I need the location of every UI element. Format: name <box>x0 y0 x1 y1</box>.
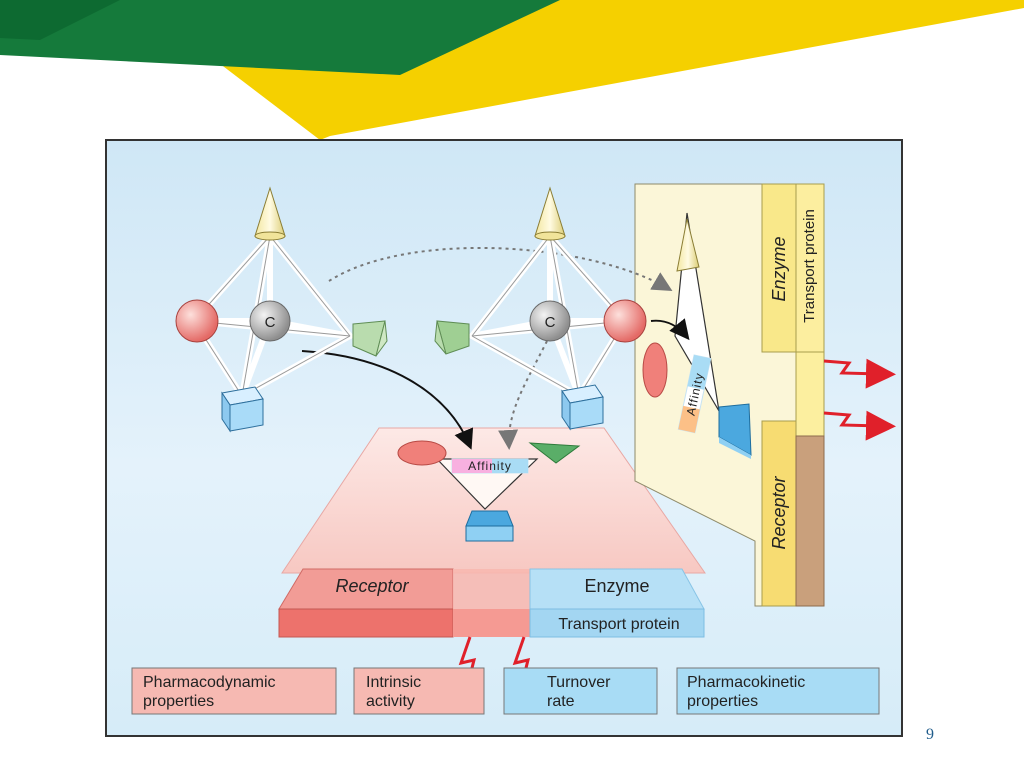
floor-affinity-label: Affinity <box>468 459 512 473</box>
svg-text:properties: properties <box>687 693 758 710</box>
molecule-left-carbon <box>249 300 291 342</box>
molecule-left-cube <box>221 386 264 433</box>
black-arrow-right-to-wall <box>650 318 690 341</box>
svg-text:rate: rate <box>547 693 575 710</box>
box-pharmacokinetic: Pharmacokinetic properties <box>676 667 880 715</box>
molecule-left-carbon-label: C <box>265 314 276 331</box>
svg-text:Pharmacokinetic: Pharmacokinetic <box>687 674 805 691</box>
wall-cone-site <box>676 218 700 272</box>
floor-sphere-site <box>397 440 447 466</box>
floor-cube-pocket <box>465 510 514 527</box>
floor-enzyme-label: Enzyme <box>584 576 649 596</box>
wall-transport-label: Transport protein <box>801 209 818 323</box>
wall-arrow-upper <box>823 358 896 389</box>
floor-receptor-label: Receptor <box>335 576 409 596</box>
box-intrinsic-activity: Intrinsic activity <box>353 667 485 715</box>
banner-green-band <box>0 0 560 75</box>
box-turnover-rate: Turnover rate <box>503 667 658 715</box>
molecule-right-sphere <box>603 299 647 343</box>
molecule-right-carbon-label: C <box>545 314 556 331</box>
box-pharmacodynamic: Pharmacodynamic properties <box>131 667 337 715</box>
molecule-right: C <box>434 186 647 431</box>
floor-triangle-site <box>528 442 581 464</box>
svg-text:Intrinsic: Intrinsic <box>366 674 421 691</box>
banner-green-highlight <box>0 0 120 40</box>
black-arrow-left-to-floor <box>301 350 474 450</box>
floor-enzyme-slab-front <box>529 608 705 638</box>
molecule-left: C <box>175 186 388 433</box>
wall-affinity-tag: Affinity <box>677 354 712 434</box>
wall-enzyme-strip <box>761 183 797 353</box>
svg-text:activity: activity <box>366 693 415 710</box>
floor-receptor-slab-front <box>278 608 454 638</box>
svg-text:properties: properties <box>143 693 214 710</box>
svg-text:Turnover: Turnover <box>547 674 611 691</box>
pharmacology-diagram: Affinity Receptor Enzyme Transport prote… <box>131 183 896 715</box>
wall-sphere-site <box>642 342 668 398</box>
wall-plate: Enzyme Transport protein Receptor Affini… <box>634 183 825 607</box>
wall-arrow-lower <box>823 410 896 441</box>
wall-enzyme-label: Enzyme <box>769 236 789 301</box>
molecule-left-sphere <box>175 299 219 343</box>
dotted-arrow-left-to-right <box>328 246 673 292</box>
property-boxes: Pharmacodynamic properties Intrinsic act… <box>131 667 880 715</box>
molecule-right-cube <box>561 384 604 431</box>
header-banner <box>0 0 1024 140</box>
wall-receptor-label: Receptor <box>769 475 789 549</box>
slide-number: 9 <box>926 726 934 743</box>
figure-frame: Affinity Receptor Enzyme Transport prote… <box>105 139 903 737</box>
molecule-right-cone <box>534 186 566 237</box>
wall-transport-strip <box>795 183 825 353</box>
molecule-left-cone <box>254 186 286 237</box>
molecule-right-carbon <box>529 300 571 342</box>
floor-plate: Affinity Receptor Enzyme Transport prote… <box>278 427 706 638</box>
floor-transport-label: Transport protein <box>558 616 679 633</box>
floor-cube-pocket-front <box>465 525 514 542</box>
svg-text:Pharmacodynamic: Pharmacodynamic <box>143 674 276 691</box>
